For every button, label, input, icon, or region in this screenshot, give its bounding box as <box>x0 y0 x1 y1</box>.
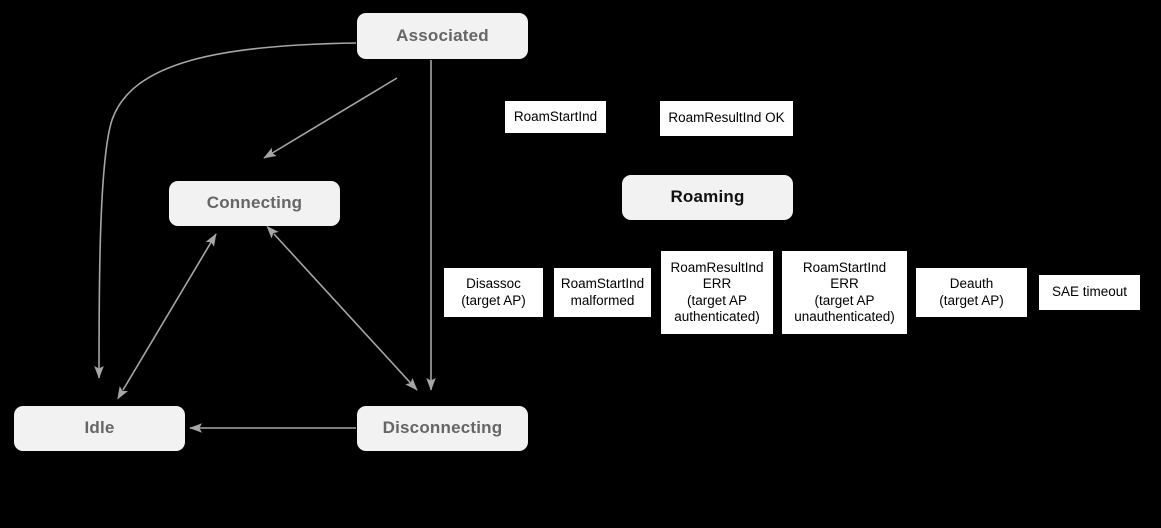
event-label-roam-result-ind-ok: RoamResultInd OK <box>660 101 793 136</box>
event-label-text: RoamStartInd malformed <box>560 276 645 308</box>
state-node-associated[interactable]: Associated <box>357 13 528 59</box>
state-label-disconnecting: Disconnecting <box>382 418 503 438</box>
state-label-connecting: Connecting <box>206 193 303 213</box>
event-label-text: RoamResultInd ERR (target AP authenticat… <box>670 259 764 325</box>
event-label-text: RoamResultInd OK <box>668 110 785 126</box>
state-node-connecting[interactable]: Connecting <box>169 181 340 226</box>
event-label-text: SAE timeout <box>1051 284 1128 300</box>
event-label-roam-start-ind-malformed: RoamStartInd malformed <box>554 268 651 317</box>
state-label-idle: Idle <box>84 418 115 438</box>
event-label-roam-result-ind-err-authenticated: RoamResultInd ERR (target AP authenticat… <box>661 251 773 334</box>
state-node-roaming[interactable]: Roaming <box>622 175 793 220</box>
event-label-sae-timeout: SAE timeout <box>1039 275 1140 310</box>
event-label-text: Disassoc (target AP) <box>461 276 526 308</box>
state-node-idle[interactable]: Idle <box>14 406 185 451</box>
state-node-disconnecting[interactable]: Disconnecting <box>357 406 528 451</box>
event-label-roam-start-ind-err-unauthenticated: RoamStartInd ERR (target AP unauthentica… <box>782 251 907 334</box>
event-label-text: RoamStartInd <box>513 108 598 124</box>
event-label-text: RoamStartInd ERR (target AP unauthentica… <box>794 259 895 325</box>
event-label-deauth-target-ap: Deauth (target AP) <box>916 268 1027 317</box>
edge-idle-connecting-bidirectional <box>117 233 217 400</box>
state-label-roaming: Roaming <box>670 187 745 207</box>
edge-connecting-disconnecting-bidirectional <box>266 225 418 391</box>
event-label-disassoc-target-ap: Disassoc (target AP) <box>444 268 543 317</box>
state-label-associated: Associated <box>396 25 489 45</box>
event-label-text: Deauth (target AP) <box>939 276 1004 308</box>
edge-associated-to-connecting <box>263 77 398 159</box>
event-label-roam-start-ind: RoamStartInd <box>505 101 606 133</box>
